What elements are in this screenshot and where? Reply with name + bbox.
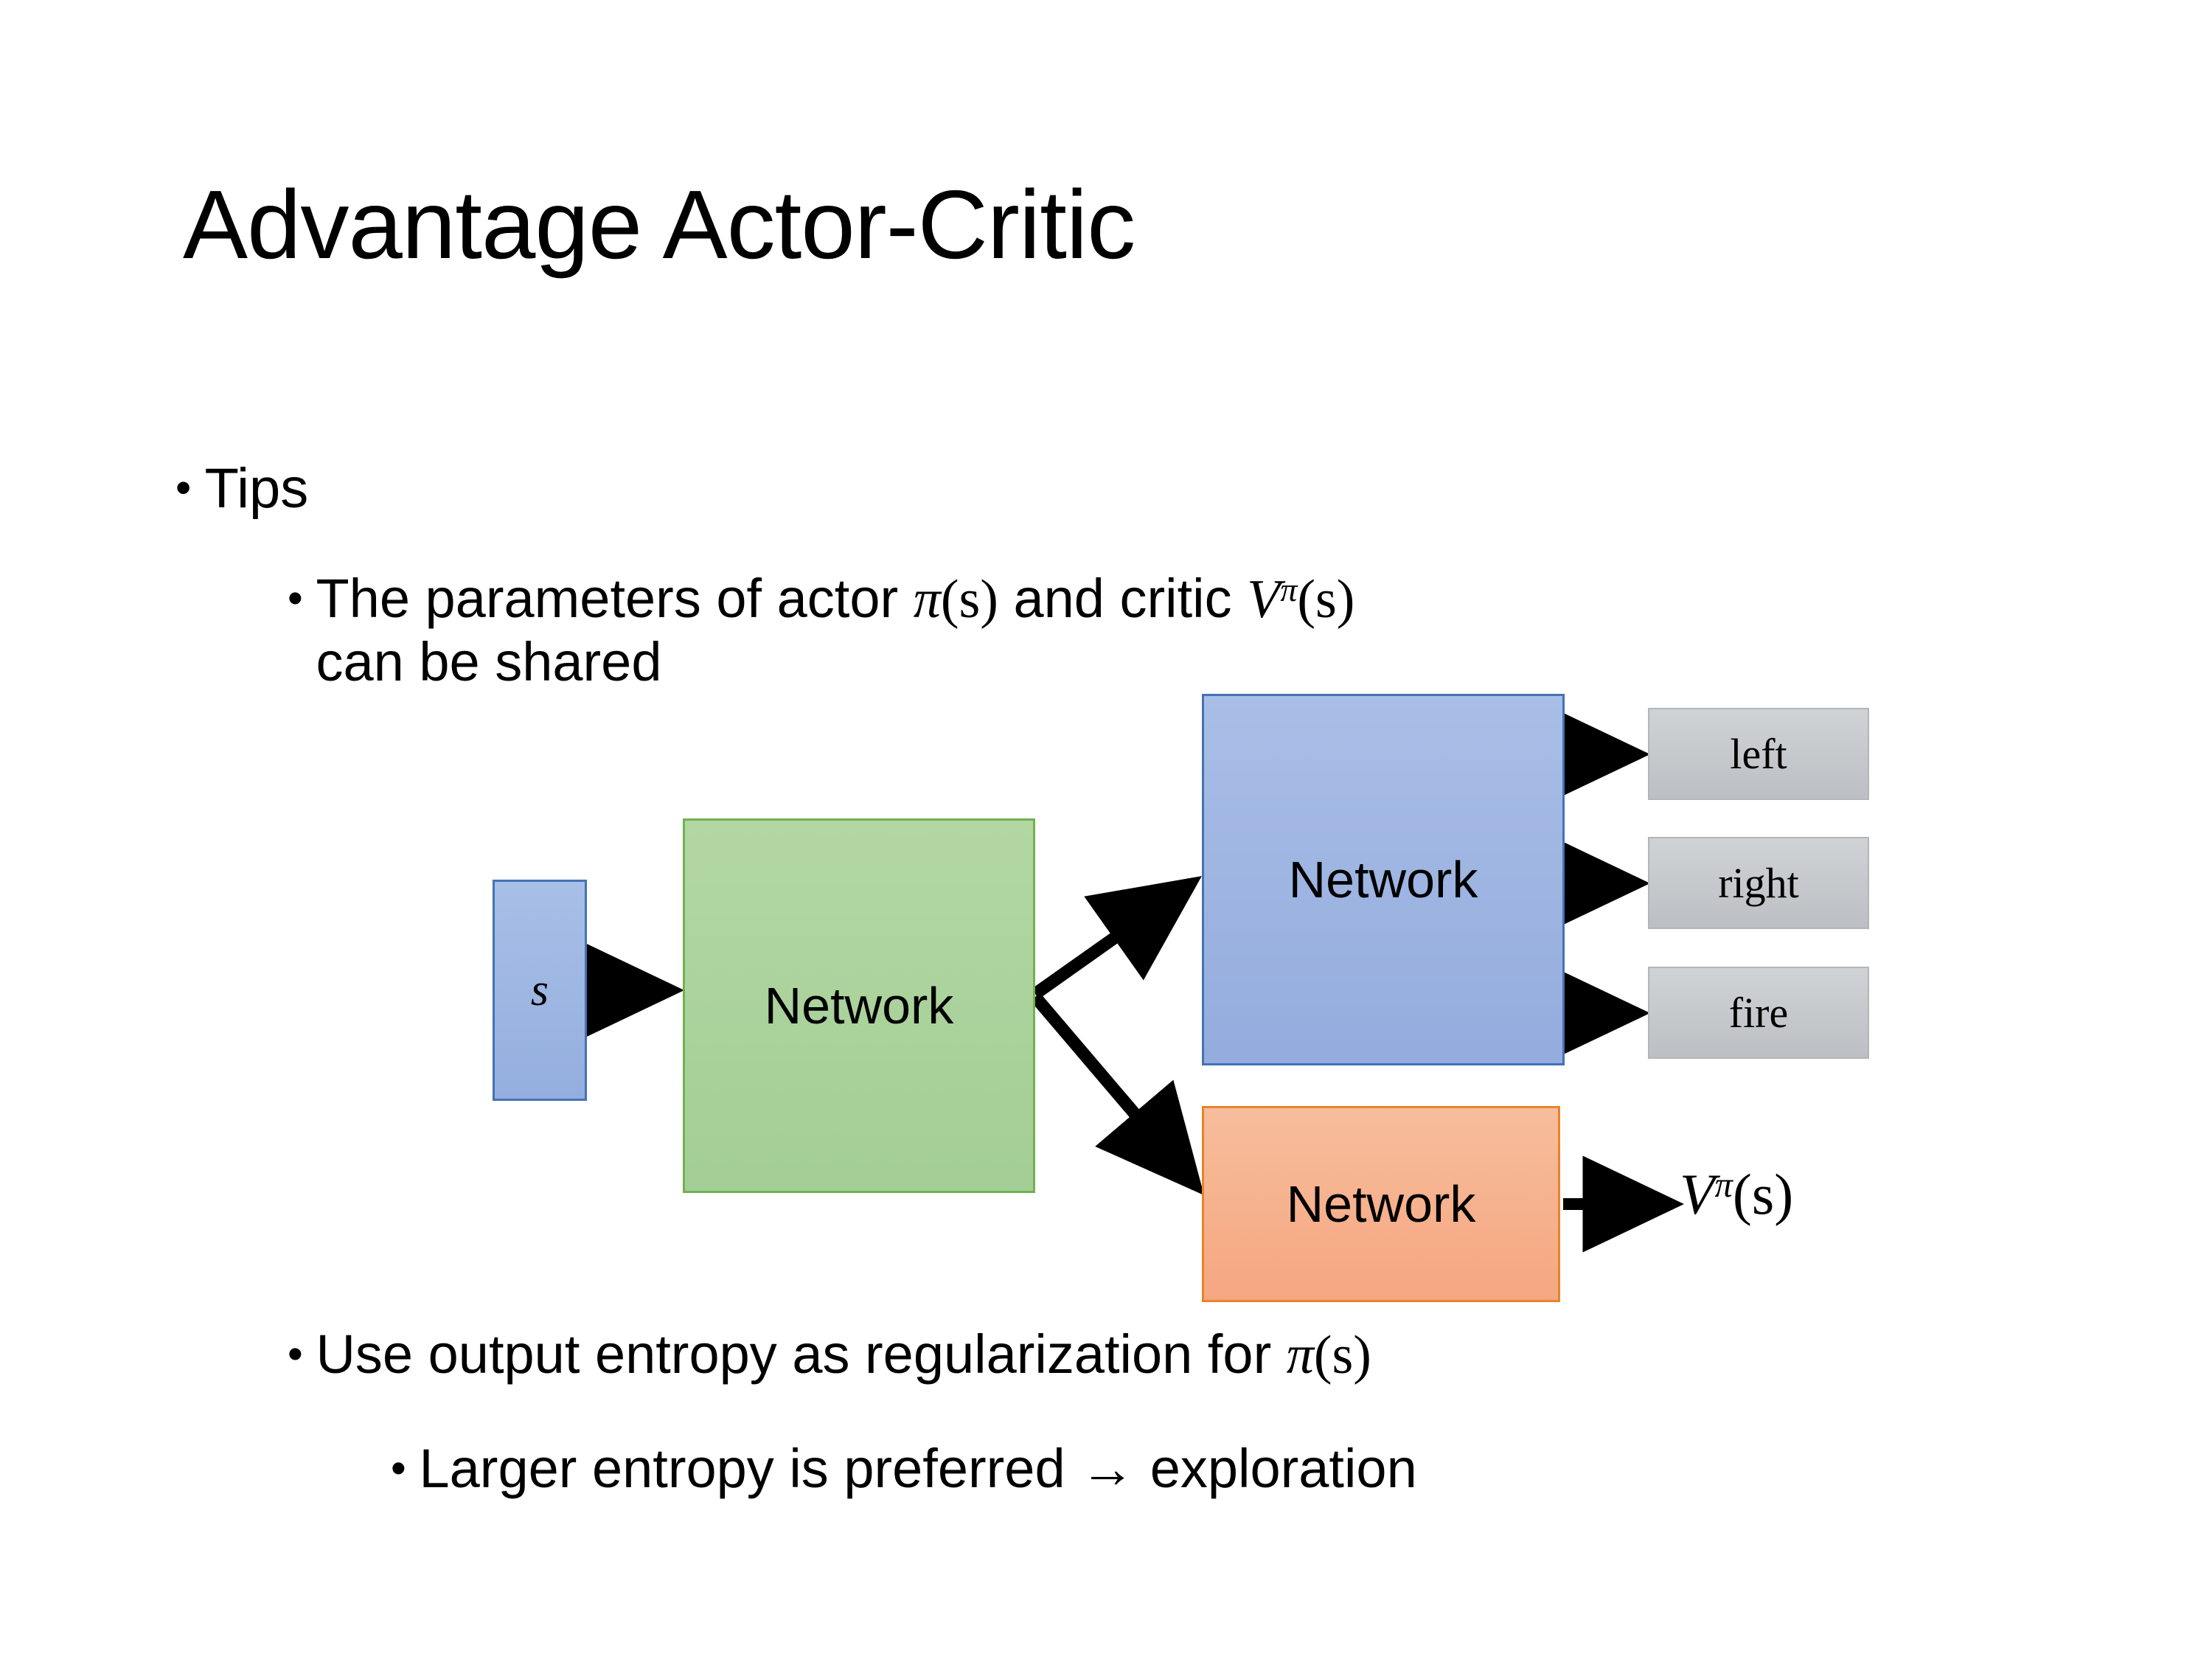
shared-network-box[interactable]: Network (683, 818, 1035, 1193)
bullet-exploration-text: Larger entropy is preferred → exploratio… (419, 1438, 1417, 1499)
bullet-marker-icon: • (391, 1442, 406, 1492)
bullet-entropy-text: Use output entropy as regularization for… (316, 1324, 2094, 1387)
bullet-tips-label: Tips (204, 457, 309, 520)
state-symbol: s (530, 964, 549, 1015)
v-glyph: V (1680, 1162, 1715, 1226)
page-title: Advantage Actor-Critic (183, 170, 1135, 279)
shared-text-part2: and critic (998, 568, 1248, 629)
bullet-shared-parameters-text: The parameters of actor π(s) and critic … (316, 568, 2094, 692)
bullet-marker-icon: • (288, 1328, 303, 1378)
actor-network-box[interactable]: Network (1202, 694, 1565, 1065)
bullet-entropy-regularization: • Use output entropy as regularization f… (288, 1324, 2094, 1387)
action-box-right[interactable]: right (1648, 837, 1869, 929)
bullet-exploration: • Larger entropy is preferred → explorat… (391, 1438, 2087, 1500)
entropy-policy-symbol: π(s) (1287, 1325, 1371, 1385)
v-superscript-pi: π (1280, 570, 1298, 608)
bullet-tips: • Tips (175, 457, 1503, 520)
pi-glyph: π (913, 569, 941, 630)
v-argument: (s) (1297, 569, 1355, 630)
bullet-shared-parameters: • The parameters of actor π(s) and criti… (288, 568, 2094, 692)
v-glyph: V (1247, 569, 1281, 630)
v-superscript-pi: π (1714, 1165, 1733, 1205)
critic-output-value-symbol: Vπ(s) (1680, 1161, 1793, 1228)
critic-value-symbol: Vπ(s) (1247, 569, 1354, 630)
v-argument: (s) (1732, 1162, 1794, 1226)
arrow-shared-to-actor (1032, 876, 1202, 999)
pi-argument: (s) (940, 569, 998, 630)
critic-network-box[interactable]: Network (1202, 1106, 1560, 1302)
bullet-marker-icon: • (288, 572, 303, 622)
bullet-marker-icon: • (175, 462, 192, 512)
pi-glyph: π (1286, 1325, 1314, 1385)
actor-network-label: Network (1288, 851, 1478, 908)
shared-text-part1: The parameters of actor (316, 568, 914, 629)
arrow-shared-to-critic (1030, 992, 1205, 1195)
action-label-fire: fire (1728, 989, 1789, 1037)
action-box-fire[interactable]: fire (1648, 967, 1869, 1059)
shared-text-part3: can be shared (316, 630, 662, 692)
entropy-text-part1: Use output entropy as regularization for (316, 1324, 1287, 1385)
actor-policy-symbol: π(s) (914, 569, 998, 630)
critic-network-label: Network (1286, 1175, 1476, 1233)
action-label-right: right (1718, 859, 1799, 907)
state-input-box[interactable]: s (493, 880, 587, 1101)
shared-network-label: Network (764, 977, 954, 1034)
action-box-left[interactable]: left (1648, 708, 1869, 800)
action-label-left: left (1730, 730, 1787, 778)
pi-argument: (s) (1313, 1325, 1371, 1385)
